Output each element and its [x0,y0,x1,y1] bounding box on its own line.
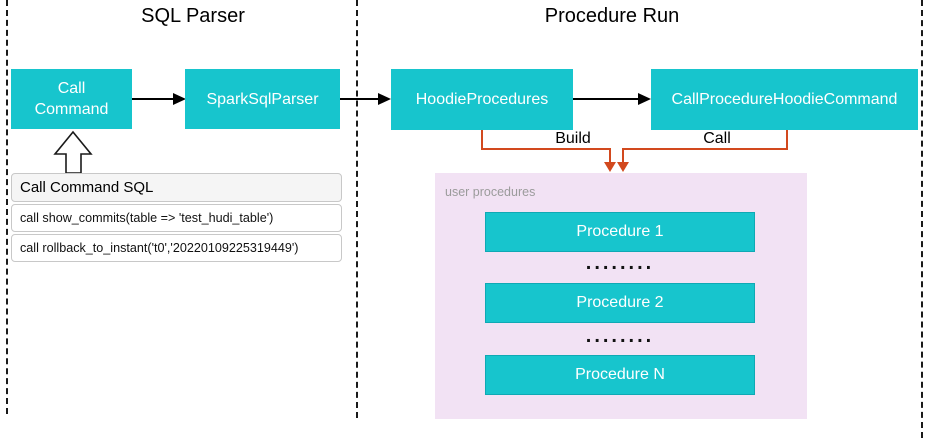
node-spark-sql-parser: SparkSqlParser [185,69,340,129]
node-hoodie-procedures: HoodieProcedures [391,69,573,130]
dots-separator: ........ [585,325,655,347]
block-arrow-up-icon [53,130,93,174]
dots-separator: ........ [585,252,655,274]
edge-build-connector [481,130,616,172]
node-call-command-label-line1: Call [57,80,86,97]
section-divider-left [6,0,8,414]
arrow-hoodieprocedures-to-callprocedurehoodiecommand [573,93,651,105]
node-call-command: Call Command [11,69,132,129]
node-procedure-1: Procedure 1 [485,212,755,252]
node-call-command-label-line2: Command [34,101,109,118]
user-procedures-panel: user procedures Procedure 1 ........ Pro… [435,173,807,419]
sql-table-row: call rollback_to_instant('t0','202201092… [11,234,342,262]
edge-label-build: Build [555,130,591,147]
node-procedure-2: Procedure 2 [485,283,755,323]
sql-table-row: call show_commits(table => 'test_hudi_ta… [11,204,342,232]
user-procedures-label: user procedures [445,185,536,199]
edge-label-call: Call [703,130,731,147]
sql-example-table: Call Command SQL call show_commits(table… [11,173,342,262]
section-divider-right [921,0,923,438]
node-procedure-n: Procedure N [485,355,755,395]
section-divider-middle [356,0,358,418]
section-title-sql-parser: SQL Parser [141,5,245,27]
node-call-procedure-hoodie-command: CallProcedureHoodieCommand [651,69,918,130]
edge-call-connector [617,130,788,172]
arrow-callcommand-to-sparksqlparser [132,93,186,105]
sql-table-header: Call Command SQL [11,173,342,202]
section-title-procedure-run: Procedure Run [544,5,680,27]
arrow-sparksqlparser-to-hoodieprocedures [340,93,391,105]
